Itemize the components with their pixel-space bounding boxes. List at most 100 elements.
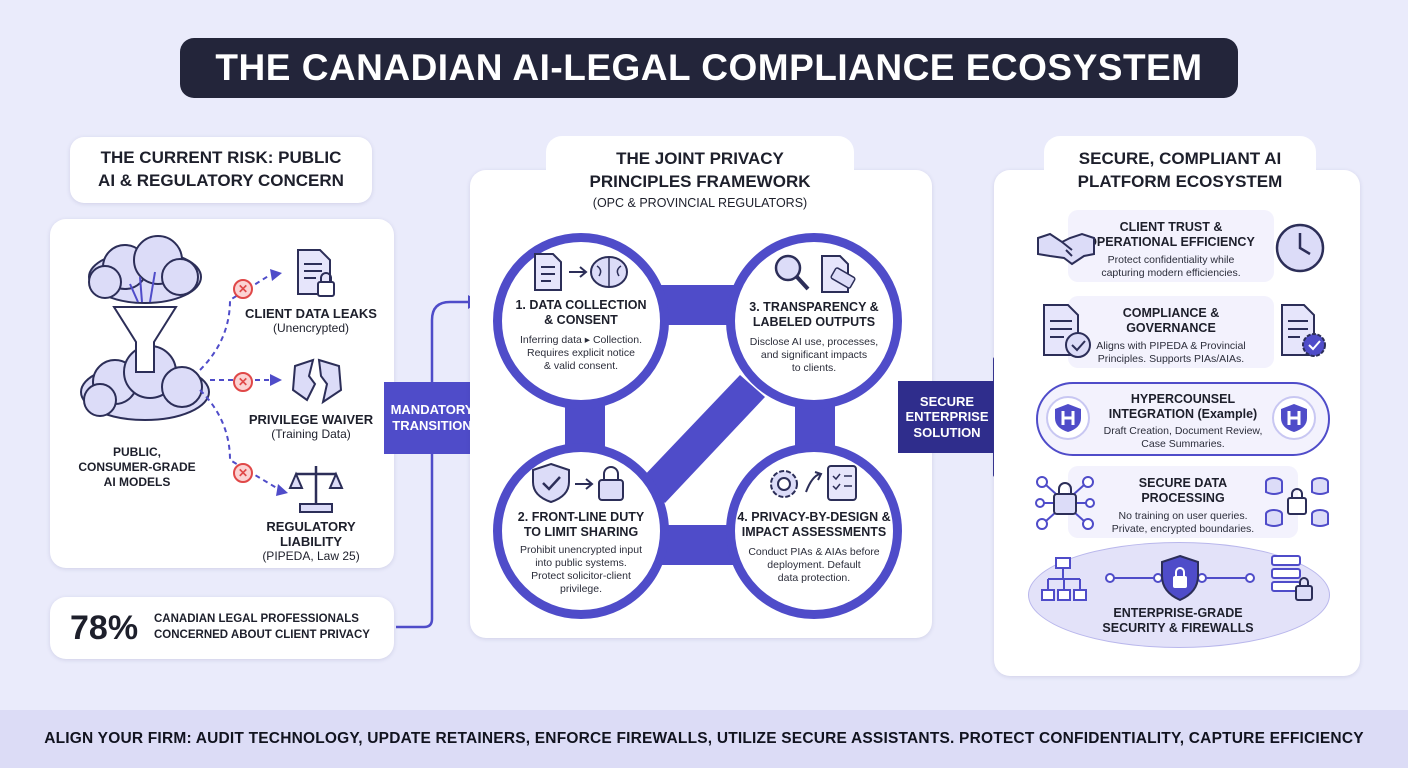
item-desc-line: Aligns with PIPEDA & Provincial [1096, 340, 1246, 352]
desc-line: privilege. [559, 583, 603, 596]
source-label-line-2: CONSUMER-GRADE [78, 460, 196, 474]
danger-x-icon: ✕ [233, 463, 253, 483]
platform-header-line-1: SECURE, COMPLIANT AI [1078, 149, 1282, 168]
title-line: & CONSENT [544, 313, 618, 327]
risk-title: PRIVILEGE WAIVER [248, 412, 374, 427]
arrow2-line-2: ENTERPRISE [905, 409, 989, 425]
item-desc-line: Case Summaries. [1141, 438, 1225, 451]
arrow2-line-1: SECURE [919, 393, 975, 409]
base-title-line: SECURITY & FIREWALLS [1102, 621, 1254, 635]
principle-title: 1. DATA COLLECTION& CONSENT [515, 298, 646, 328]
arrow1-line-1: MANDATORY [390, 402, 474, 418]
platform-item: CLIENT TRUST &OPERATIONAL EFFICIENCY Pro… [1068, 210, 1274, 282]
hypercounsel-shield-icon [1055, 404, 1081, 432]
platform-header-line-2: PLATFORM ECOSYSTEM [1077, 171, 1283, 191]
governance-document-icon [1281, 304, 1326, 357]
risk-item: CLIENT DATA LEAKS (Unencrypted) [236, 306, 386, 335]
desc-line: Prohibit unencrypted input [520, 544, 642, 556]
footer-banner: ALIGN YOUR FIRM: AUDIT TECHNOLOGY, UPDAT… [0, 710, 1408, 768]
item-desc-line: Protect confidentiality while [1107, 254, 1235, 266]
framework-subheader: (OPC & PROVINCIAL REGULATORS) [592, 195, 808, 210]
item-title-line: COMPLIANCE & [1122, 306, 1220, 320]
hypercounsel-logo-icon [1046, 396, 1090, 440]
risk-subtitle: (Training Data) [271, 427, 351, 441]
risk-header: THE CURRENT RISK: PUBLIC AI & REGULATORY… [70, 137, 372, 203]
source-label-line-3: AI MODELS [103, 475, 171, 489]
title-line: 3. TRANSPARENCY & [749, 300, 879, 314]
handshake-icon [1037, 232, 1095, 266]
item-desc-line: Draft Creation, Document Review, [1103, 425, 1263, 437]
item-desc-line: Principles. Supports PIAs/AIAs. [1097, 353, 1245, 366]
desc-line: deployment. Default [767, 559, 861, 572]
title-line: 4. PRIVACY-BY-DESIGN & [737, 510, 891, 524]
locked-document-icon [297, 249, 335, 297]
principle-circle: 3. TRANSPARENCY &LABELED OUTPUTS Disclos… [726, 233, 902, 409]
arrow2-line-3: SOLUTION [913, 424, 981, 440]
platform-item: COMPLIANCE &GOVERNANCE Aligns with PIPED… [1068, 296, 1274, 368]
broken-shield-icon [291, 358, 343, 405]
risk-item: REGULATORY LIABILITY (PIPEDA, Law 25) [236, 519, 386, 563]
desc-line: Requires explicit notice [527, 347, 635, 360]
hypercounsel-logo-icon [1272, 396, 1316, 440]
desc-line: Inferring data ▸ Collection. [519, 334, 642, 346]
principle-circle: 4. PRIVACY-BY-DESIGN &IMPACT ASSESSMENTS… [726, 443, 902, 619]
platform-header-tab [1044, 136, 1316, 212]
item-title-line: INTEGRATION (Example) [1108, 407, 1258, 421]
principle-title: 4. PRIVACY-BY-DESIGN &IMPACT ASSESSMENTS [737, 510, 890, 540]
magnifier-tag-icon [774, 254, 856, 293]
stat-text: CANADIAN LEGAL PROFESSIONALS CONCERNED A… [154, 612, 370, 643]
clock-icon [1275, 223, 1325, 273]
stat-card: 78% CANADIAN LEGAL PROFESSIONALS CONCERN… [50, 597, 394, 659]
secure-enterprise-label: SECURE ENTERPRISE SOLUTION [900, 394, 994, 441]
source-label: PUBLIC, CONSUMER-GRADE AI MODELS [62, 445, 212, 490]
scales-of-justice-icon [288, 466, 344, 513]
desc-line: and significant impacts [760, 349, 868, 362]
risk-title: CLIENT DATA LEAKS [245, 306, 377, 321]
principle-desc: Inferring data ▸ Collection.Requires exp… [520, 334, 642, 373]
title-line: 2. FRONT-LINE DUTY [517, 510, 645, 524]
source-label-line-1: PUBLIC, [113, 445, 161, 459]
title-line: IMPACT ASSESSMENTS [741, 525, 887, 539]
item-desc-line: No training on user queries. [1118, 510, 1248, 522]
item-title-line: GOVERNANCE [1126, 321, 1216, 335]
framework-header: THE JOINT PRIVACY PRINCIPLES FRAMEWORK (… [546, 148, 854, 210]
desc-line: Conduct PIAs & AIAs before [748, 546, 880, 558]
title-line: LABELED OUTPUTS [752, 315, 876, 329]
firewall-network-icons [1041, 554, 1313, 602]
risk-subtitle: (PIPEDA, Law 25) [262, 549, 360, 563]
framework-header-line-2: PRINCIPLES FRAMEWORK [589, 171, 811, 191]
risk-header-line-2: AI & REGULATORY CONCERN [98, 171, 344, 190]
desc-line: data protection. [777, 572, 851, 585]
item-title-line: CLIENT TRUST & [1119, 220, 1223, 234]
risk-subtitle: (Unencrypted) [272, 321, 350, 335]
gear-checklist-icon [770, 465, 857, 501]
desc-line: & valid consent. [543, 360, 619, 373]
stat-text-line-1: CANADIAN LEGAL PROFESSIONALS [154, 613, 359, 626]
risk-item: PRIVILEGE WAIVER (Training Data) [236, 412, 386, 441]
danger-x-icon: ✕ [233, 372, 253, 392]
danger-x-icon: ✕ [233, 279, 253, 299]
compliance-document-icon [1043, 304, 1091, 358]
item-desc-line: capturing modern efficiencies. [1101, 267, 1241, 280]
stat-text-line-2: CONCERNED ABOUT CLIENT PRIVACY [154, 629, 370, 641]
desc-line: to clients. [791, 362, 837, 375]
document-to-brain-icon [534, 253, 628, 291]
framework-header-tab [546, 136, 854, 216]
principle-desc: Disclose AI use, processes,and significa… [750, 336, 878, 375]
item-desc-line: Private, encrypted boundaries. [1111, 523, 1255, 536]
database-lock-icon [1265, 477, 1329, 527]
framework-header-line-1: THE JOINT PRIVACY [616, 149, 784, 168]
item-title-line: OPERATIONAL EFFICIENCY [1087, 235, 1255, 249]
principle-circle: 1. DATA COLLECTION& CONSENT Inferring da… [493, 233, 669, 409]
desc-line: Disclose AI use, processes, [749, 336, 879, 348]
item-title-line: SECURE DATA [1138, 476, 1228, 490]
stat-value: 78% [70, 608, 139, 647]
page-title: THE CANADIAN AI-LEGAL COMPLIANCE ECOSYST… [215, 47, 1203, 88]
base-title-line: ENTERPRISE-GRADE [1113, 606, 1243, 620]
